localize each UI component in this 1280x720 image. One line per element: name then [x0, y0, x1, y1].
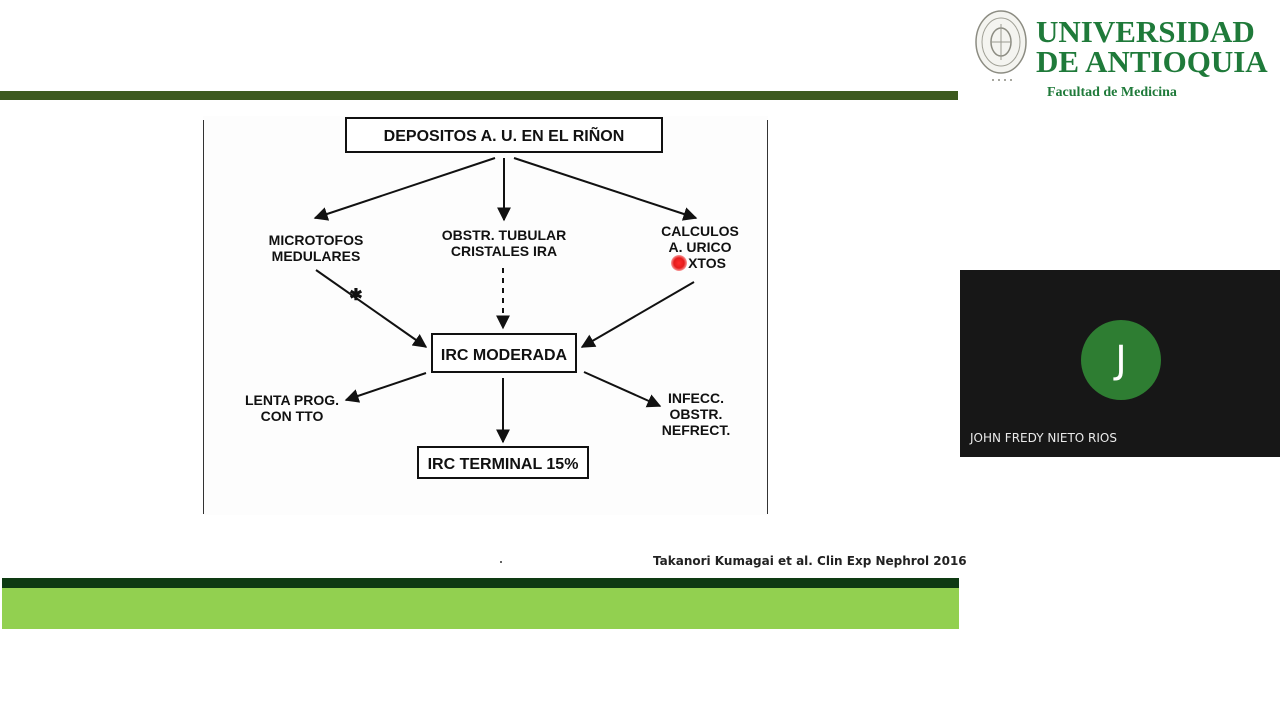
laser-pointer-dot [671, 255, 687, 271]
node-lenta-line1: LENTA PROG. [245, 392, 339, 408]
root-box [345, 117, 663, 153]
figure-left-border [203, 120, 204, 514]
logo-faculty: Facultad de Medicina [1047, 85, 1177, 100]
flow-diagram: DEPOSITOS A. U. EN EL RIÑON MICROTOFOS M… [245, 117, 739, 479]
university-logo: UNIVERSIDAD DE ANTIOQUIA Facultad de Med… [970, 6, 1270, 106]
arrow-calc-to-moderate [580, 281, 695, 348]
asterisk-mark: ✱ [349, 287, 362, 304]
figure-right-border [767, 120, 768, 514]
participant-name: JOHN FREDY NIETO RIOS [970, 431, 1117, 445]
slide-bottom-green-bar [2, 588, 959, 629]
participant-video-tile[interactable]: J JOHN FREDY NIETO RIOS [960, 270, 1280, 457]
arrow-root-to-calc [513, 157, 698, 221]
node-lenta-line2: CON TTO [261, 408, 324, 424]
logo-title-line2: DE ANTIOQUIA [1036, 44, 1268, 79]
node-calc-line1: CALCULOS [661, 223, 739, 239]
arrow-root-to-micro [313, 157, 496, 221]
arrow-moderate-to-lenta [344, 372, 427, 403]
node-infecc-line3: NEFRECT. [662, 422, 730, 438]
slide-top-bar [0, 91, 958, 100]
node-root: DEPOSITOS A. U. EN EL RIÑON [384, 125, 625, 145]
arrow-micro-to-moderate [315, 269, 428, 348]
slide-bottom-dark-bar [2, 578, 959, 588]
stray-dot [500, 561, 502, 563]
moderate-box [431, 333, 577, 373]
terminal-box [417, 446, 589, 479]
node-moderate: IRC MODERADA [441, 347, 568, 364]
arrow-moderate-to-infecc [583, 371, 662, 408]
node-obstr-line1: OBSTR. TUBULAR [442, 227, 566, 243]
node-infecc-line2: OBSTR. [670, 406, 723, 422]
node-micro-line2: MEDULARES [272, 248, 361, 264]
presentation-slide: DEPOSITOS A. U. EN EL RIÑON MICROTOFOS M… [0, 91, 967, 629]
node-calc-line3: XTOS [688, 255, 726, 271]
citation: Takanori Kumagai et al. Clin Exp Nephrol… [653, 554, 967, 568]
avatar: J [1081, 320, 1161, 400]
logo-title-line1: UNIVERSIDAD [1036, 14, 1255, 49]
node-terminal: IRC TERMINAL 15% [428, 456, 579, 473]
node-infecc-line1: INFECC. [668, 390, 724, 406]
node-obstr-line2: CRISTALES IRA [451, 243, 557, 259]
node-micro-line1: MICROTOFOS [269, 232, 364, 248]
node-calc-line2: A. URICO [669, 239, 732, 255]
university-seal-icon [975, 10, 1027, 81]
